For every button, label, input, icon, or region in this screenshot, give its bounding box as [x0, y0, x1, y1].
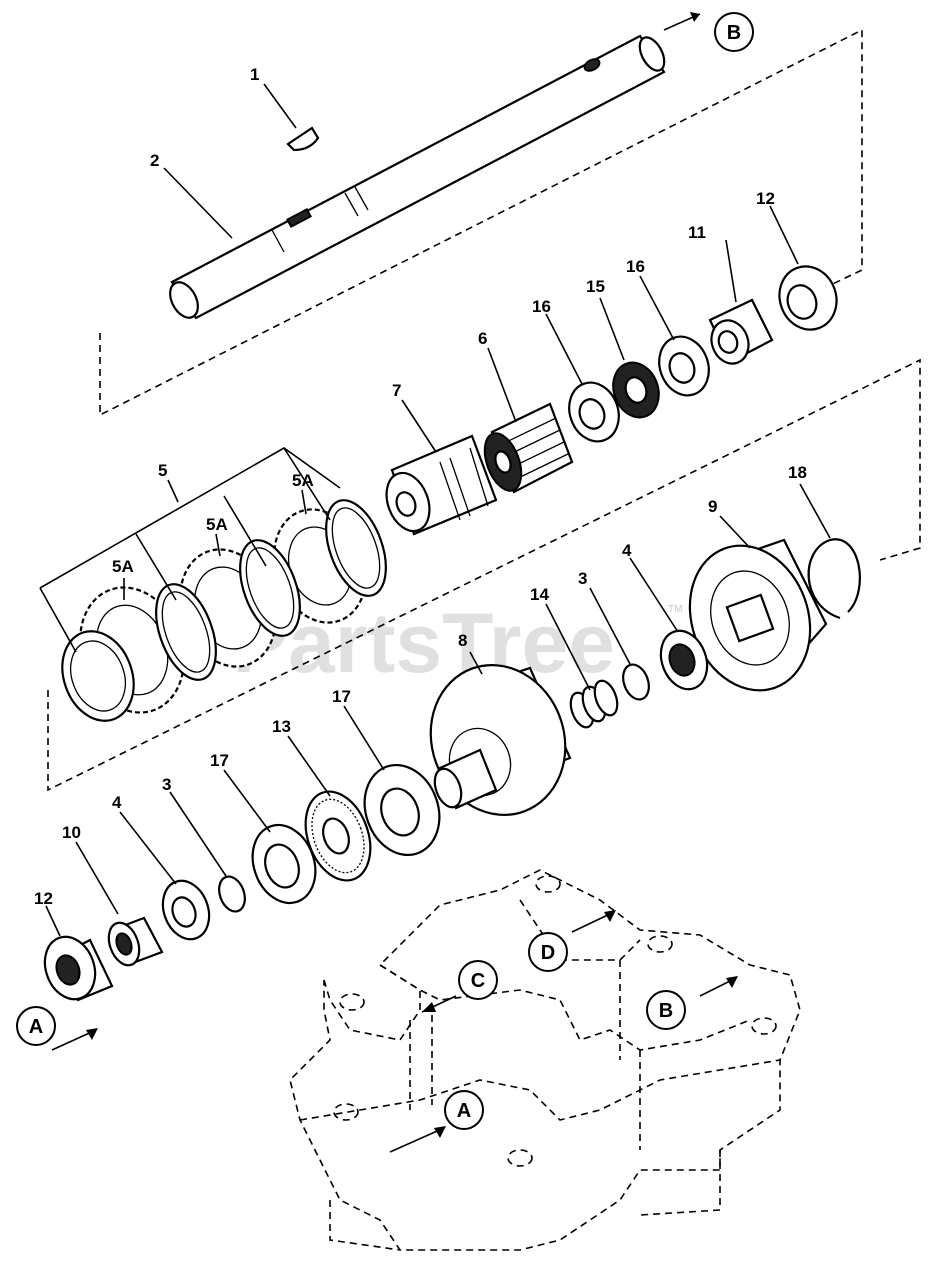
sleeve-bushing	[708, 298, 774, 365]
ref-marker-b-top: B	[714, 12, 754, 52]
spring-14	[569, 679, 619, 729]
callout-5a-mid: 5A	[206, 515, 228, 534]
callout-5a-right: 5A	[292, 471, 314, 490]
drum-gear	[429, 664, 572, 816]
svg-text:A: A	[457, 1100, 471, 1122]
callout-4-right: 4	[622, 541, 632, 560]
callout-12-top: 12	[756, 189, 775, 208]
callout-7: 7	[392, 381, 401, 400]
callout-5a-left: 5A	[112, 557, 134, 576]
callout-14: 14	[530, 585, 549, 604]
washer-5-mid	[239, 539, 301, 637]
shaft-assembly-outline	[99, 28, 863, 417]
reference-markers: B A C D B A	[16, 12, 754, 1130]
thrust-washer-17-right	[363, 763, 441, 857]
ref-marker-a-housing: A	[444, 1090, 484, 1130]
callout-11: 11	[688, 223, 706, 242]
watermark-trademark: TM	[668, 604, 682, 615]
ref-marker-a-left: A	[16, 1006, 56, 1046]
washer-5-left	[155, 583, 217, 681]
svg-text:D: D	[541, 942, 555, 964]
ref-marker-d-housing: D	[528, 932, 568, 972]
callout-4-left: 4	[112, 793, 122, 812]
callout-16-upper: 16	[626, 257, 645, 276]
callout-8: 8	[458, 631, 467, 650]
washer-5-right	[325, 499, 387, 597]
retaining-clip-3-left	[218, 875, 246, 913]
callout-12-bottom: 12	[34, 889, 53, 908]
gear-stack	[61, 499, 387, 722]
key-part	[286, 126, 320, 152]
main-shaft	[169, 12, 701, 320]
part-callouts: 1 2 12 11 16 15 16 6 7 5 5A 5A 5A 18 9 4…	[34, 65, 807, 908]
callout-17-left: 17	[210, 751, 229, 770]
leader-lines	[39, 83, 831, 937]
callout-9: 9	[708, 497, 717, 516]
callout-16-lower: 16	[532, 297, 551, 316]
svg-text:C: C	[471, 970, 485, 992]
washer-4-right	[659, 629, 709, 691]
svg-text:B: B	[659, 1000, 673, 1022]
bushing-10	[107, 916, 164, 967]
gear-assembly-outline	[47, 358, 921, 792]
thrust-washer-upper	[658, 335, 710, 397]
thrust-washer-17-left	[251, 823, 317, 905]
bevel-gear-bearing	[688, 538, 828, 692]
callout-1: 1	[250, 65, 259, 84]
snap-ring-18	[807, 538, 861, 620]
needle-bearing-15	[612, 361, 660, 419]
transmission-housing	[289, 869, 801, 1251]
bearing-bottom	[43, 935, 114, 1002]
ref-marker-b-housing: B	[646, 990, 686, 1030]
shift-hub	[385, 434, 498, 536]
callout-15: 15	[586, 277, 605, 296]
callout-13: 13	[272, 717, 291, 736]
callout-17-right: 17	[332, 687, 351, 706]
thrust-washer-lower	[568, 381, 620, 443]
callout-5: 5	[158, 461, 167, 480]
bearing-top	[778, 265, 838, 331]
svg-text:B: B	[727, 22, 741, 44]
retaining-clip-3-right	[622, 663, 650, 701]
washer-4-left	[161, 879, 211, 941]
needle-bearing-13	[304, 790, 372, 882]
svg-text:A: A	[29, 1016, 43, 1038]
callout-2: 2	[150, 151, 159, 170]
callout-3-right: 3	[578, 569, 587, 588]
callout-3-left: 3	[162, 775, 171, 794]
ring-5-front	[61, 630, 135, 722]
ref-marker-c-housing: C	[458, 960, 498, 1000]
callout-18: 18	[788, 463, 807, 482]
pinion-gear	[483, 402, 574, 494]
callout-6: 6	[478, 329, 487, 348]
callout-10: 10	[62, 823, 81, 842]
